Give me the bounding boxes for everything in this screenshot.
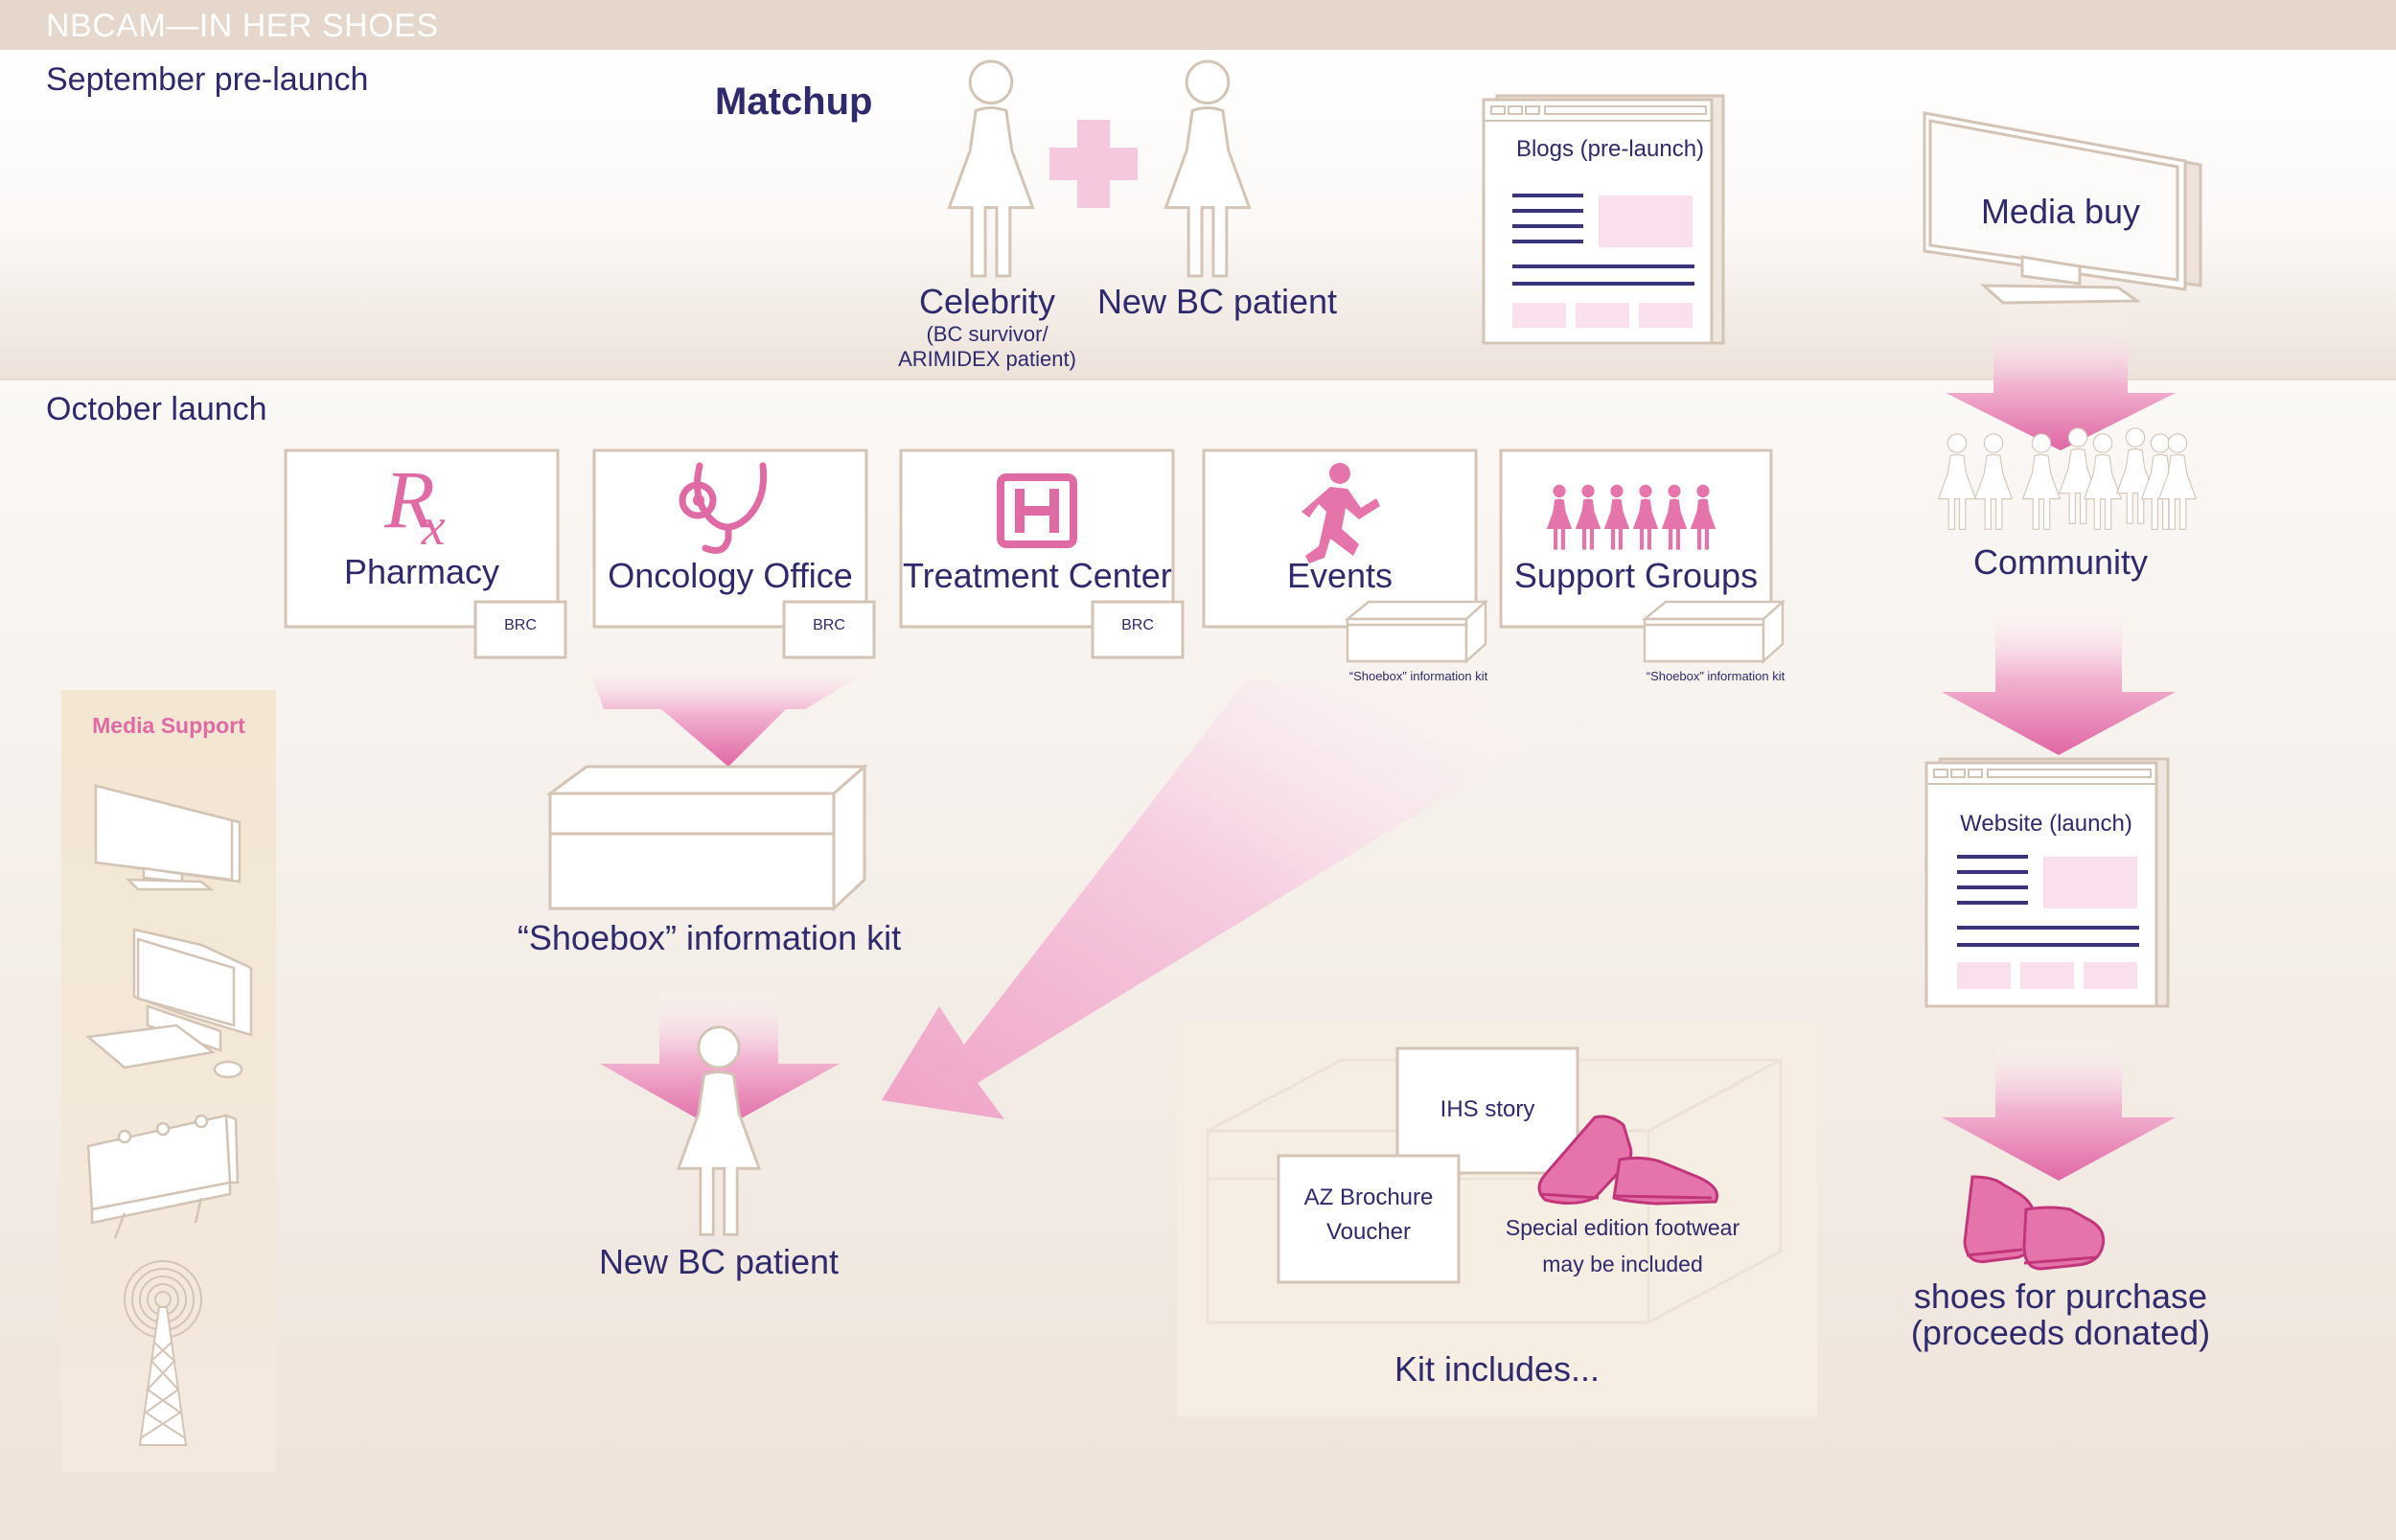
blogs-browser-window [1482,94,1725,345]
shoebox-label: “Shoebox” information kit [517,918,902,957]
rx-glyph: Rx [384,453,446,557]
brochure-label-line2: Voucher [1325,1219,1412,1245]
channel-tag-events: “Shoebox” information kit [1348,669,1488,683]
section-label-launch: October launch [46,391,267,427]
brochure-card [1277,1154,1461,1284]
website-label: Website (launch) [1960,811,2132,837]
ihs-story-label: IHS story [1440,1096,1535,1122]
arrow-mediabuy-to-community [1946,316,2176,450]
arrow-channels-to-shoebox [585,657,891,767]
channel-box-events [1202,448,1489,664]
channel-tag-support: “Shoebox” information kit [1646,669,1785,683]
shoebox-mini-support [1641,599,1786,664]
media-buy-label: Media buy [1980,192,2141,231]
plus-icon [1049,120,1138,208]
tv-icon [94,784,242,891]
channel-label-events: Events [1286,556,1394,595]
media-support-title: Media Support [92,713,245,738]
arrow-events-to-patient [882,680,1620,1119]
shoebox-mini-events [1344,599,1489,664]
header-bar [0,0,2396,50]
channel-tag-oncology: BRC [813,617,845,633]
channel-box-support [1499,448,1786,664]
section-label-prelaunch: September pre-launch [46,61,369,98]
media-buy-monitor [1923,111,2202,305]
celebrity-note-line2: ARIMIDEX patient) [898,347,1076,371]
arrow-website-to-shoes [1942,1035,2176,1181]
community-label: Community [1972,542,2149,582]
ihs-story-card [1395,1046,1579,1175]
channel-box-oncology [592,448,876,659]
shoes-purchase-line1: shoes for purchase [1913,1276,2208,1316]
footwear-label-line1: Special edition footwear [1505,1215,1740,1240]
billboard-icon [86,1114,240,1239]
brochure-label-line1: AZ Brochure [1303,1184,1434,1210]
channel-tag-pharmacy: BRC [504,617,537,633]
channel-label-support: Support Groups [1513,556,1759,595]
computer-icon [85,928,253,1079]
arrow-community-to-website [1942,599,2176,755]
radio-tower-icon [124,1260,202,1446]
channel-label-treatment: Treatment Center [903,556,1172,595]
matchup-title: Matchup [715,80,873,123]
blogs-label: Blogs (pre-launch) [1515,136,1705,162]
footwear-label-line2: may be included [1542,1252,1703,1276]
kit-panel [1177,1022,1817,1416]
channel-box-treatment [899,448,1185,659]
kit-caption: Kit includes... [1394,1349,1601,1389]
hospital-icon [997,473,1077,548]
website-browser-window [1924,757,2170,1008]
matchup-patient-label: New BC patient [1096,282,1338,321]
new-patient-label: New BC patient [598,1242,840,1281]
page-title: NBCAM—IN HER SHOES [46,8,439,44]
shoes-icon-kit [1537,1115,1718,1206]
channel-tag-treatment: BRC [1121,617,1154,633]
shoes-purchase-line2: (proceeds donated) [1910,1313,2211,1352]
channel-label-pharmacy: Pharmacy [343,552,500,591]
stethoscope-icon [679,462,768,554]
channel-label-oncology: Oncology Office [608,556,853,595]
media-support-panel [61,690,276,1472]
channel-box-pharmacy [284,448,567,659]
shoebox-kit-box [545,763,868,912]
shoes-icon-purchase [1963,1175,2106,1271]
runner-icon [1302,463,1380,563]
celebrity-note-line1: (BC survivor/ [926,322,1048,346]
celebrity-label: Celebrity [918,282,1056,321]
